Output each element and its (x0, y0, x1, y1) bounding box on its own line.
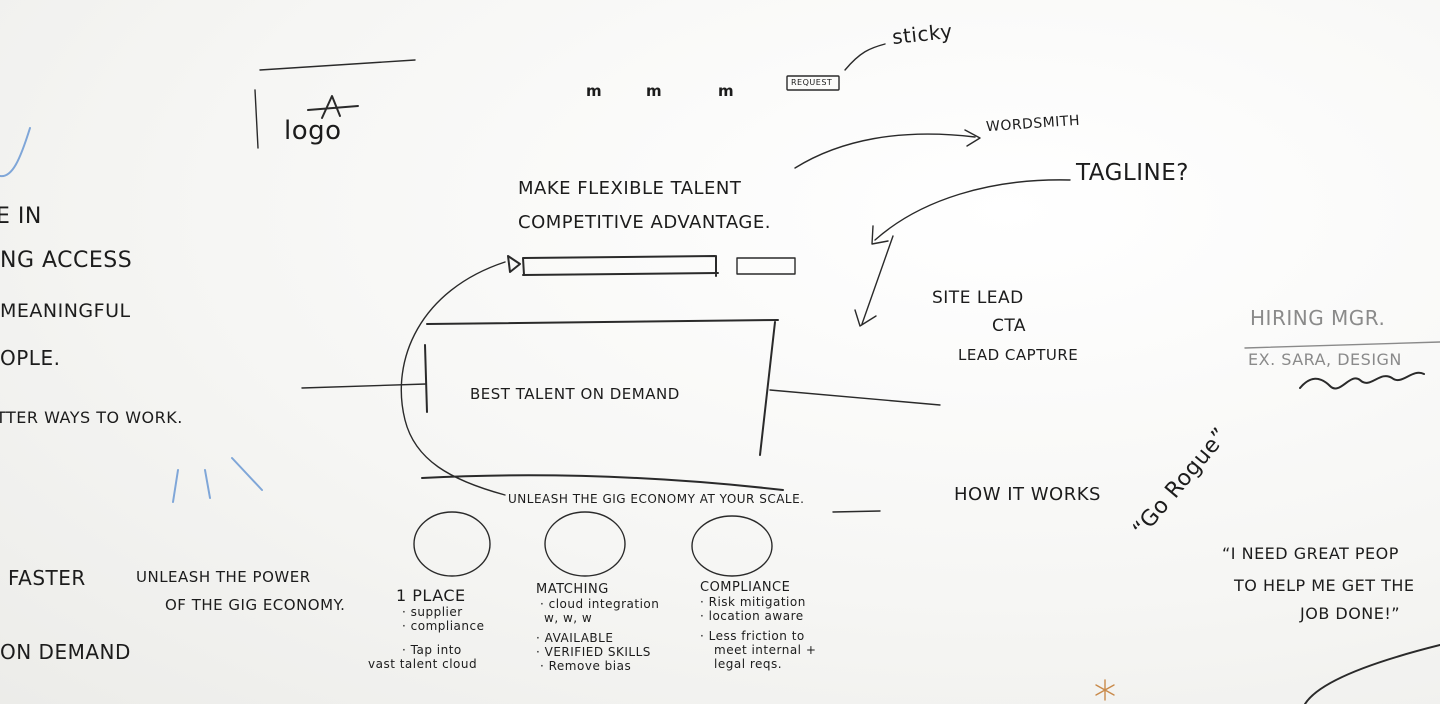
how-it-works-note: HOW IT WORKS (954, 484, 1101, 505)
nav-item-2: m (646, 82, 663, 100)
hero-headline-line-1: MAKE FLEXIBLE TALENT (518, 178, 742, 199)
feature-column-3-item: · location aware (700, 609, 804, 623)
search-button-sketch (736, 257, 796, 275)
feature-column-1-title: 1 PLACE (396, 586, 466, 605)
logo-sketch: logo (284, 116, 342, 146)
hero-headline-line-2: COMPETITIVE ADVANTAGE. (518, 212, 771, 233)
feature-column-1-item: · supplier (402, 605, 463, 619)
banner-left-line (301, 383, 427, 389)
lead-capture-note: LEAD CAPTURE (958, 346, 1079, 364)
left-fragment-1: E IN (0, 204, 42, 229)
feature-column-2-item: · AVAILABLE (536, 631, 614, 645)
persona-divider (1244, 341, 1440, 349)
persona-title: HIRING MGR. (1250, 306, 1386, 330)
sticky-arrow (844, 43, 886, 71)
feature-column-3-item: meet internal + (714, 643, 817, 657)
wordsmith-arrow (794, 129, 981, 169)
tagline-arrow-2 (854, 235, 894, 327)
left-fragment-9: ON DEMAND (0, 640, 131, 664)
left-fragment-7: UNLEASH THE POWER (136, 568, 311, 586)
logo-top-line (259, 59, 416, 71)
nav-item-3: m (718, 82, 735, 100)
left-fragment-6: FASTER (8, 566, 86, 590)
persona-squiggle (1299, 371, 1425, 390)
quote-line-3: JOB DONE!” (1300, 604, 1401, 623)
request-button-box (786, 75, 840, 91)
feature-circle-2 (544, 511, 626, 577)
logo-left-line (254, 89, 259, 149)
quote-line-2: TO HELP ME GET THE (1234, 576, 1415, 595)
feature-column-2-title: MATCHING (536, 582, 609, 597)
feature-column-2-item: · Remove bias (540, 659, 632, 673)
hero-subline: UNLEASH THE GIG ECONOMY AT YOUR SCALE. (508, 492, 805, 506)
feature-column-2-item: · VERIFIED SKILLS (536, 645, 651, 659)
blue-swirl (0, 127, 31, 178)
feature-column-2-item: · cloud integration (540, 597, 660, 611)
hero-banner-text: BEST TALENT ON DEMAND (470, 385, 680, 403)
scale-underline (832, 510, 881, 513)
feature-column-3-item: legal reqs. (714, 657, 783, 671)
request-button-label: REQUEST (791, 78, 833, 87)
orange-asterisk (1095, 679, 1115, 701)
feature-column-3: COMPLIANCE · Risk mitigation · location … (700, 580, 860, 671)
left-fragment-3: MEANINGFUL (0, 300, 131, 322)
quote-line-1: “I NEED GREAT PEOP (1222, 544, 1399, 563)
feature-column-1-item: · compliance (402, 619, 485, 633)
site-lead-note: SITE LEAD (932, 288, 1024, 308)
big-curve-arrow (400, 261, 506, 496)
bottom-right-curve (1304, 644, 1440, 704)
tagline-note: TAGLINE? (1076, 160, 1189, 186)
nav-item-1: m (586, 82, 603, 100)
persona-example: EX. SARA, DESIGN (1248, 350, 1402, 369)
left-fragment-4: OPLE. (0, 346, 61, 370)
feature-circle-1 (413, 511, 491, 577)
feature-column-1-item: vast talent cloud (368, 657, 478, 671)
feature-column-3-title: COMPLIANCE (700, 580, 791, 595)
left-fragment-2: NG ACCESS (0, 248, 133, 273)
feature-column-1: 1 PLACE · supplier · compliance · Tap in… (368, 586, 526, 671)
feature-column-1-item: · Tap into (402, 643, 462, 657)
left-fragment-8: OF THE GIG ECONOMY. (165, 596, 346, 614)
search-field-sketch (522, 255, 719, 277)
tagline-arrow-1 (871, 179, 1071, 245)
feature-circle-3 (691, 515, 773, 577)
banner-right-line (769, 389, 941, 406)
banner-box (421, 319, 784, 491)
feature-column-2: MATCHING · cloud integration w, w, w · A… (536, 582, 686, 673)
left-fragment-5: TTER WAYS TO WORK. (0, 408, 183, 427)
cta-note: CTA (992, 316, 1027, 336)
logo-a-mark (307, 95, 359, 119)
feature-column-2-item: w, w, w (544, 611, 593, 625)
feature-column-3-item: · Risk mitigation (700, 595, 806, 609)
feature-column-3-item: · Less friction to (700, 629, 805, 643)
search-arrow-head (507, 255, 521, 273)
blue-ticks (172, 457, 263, 503)
